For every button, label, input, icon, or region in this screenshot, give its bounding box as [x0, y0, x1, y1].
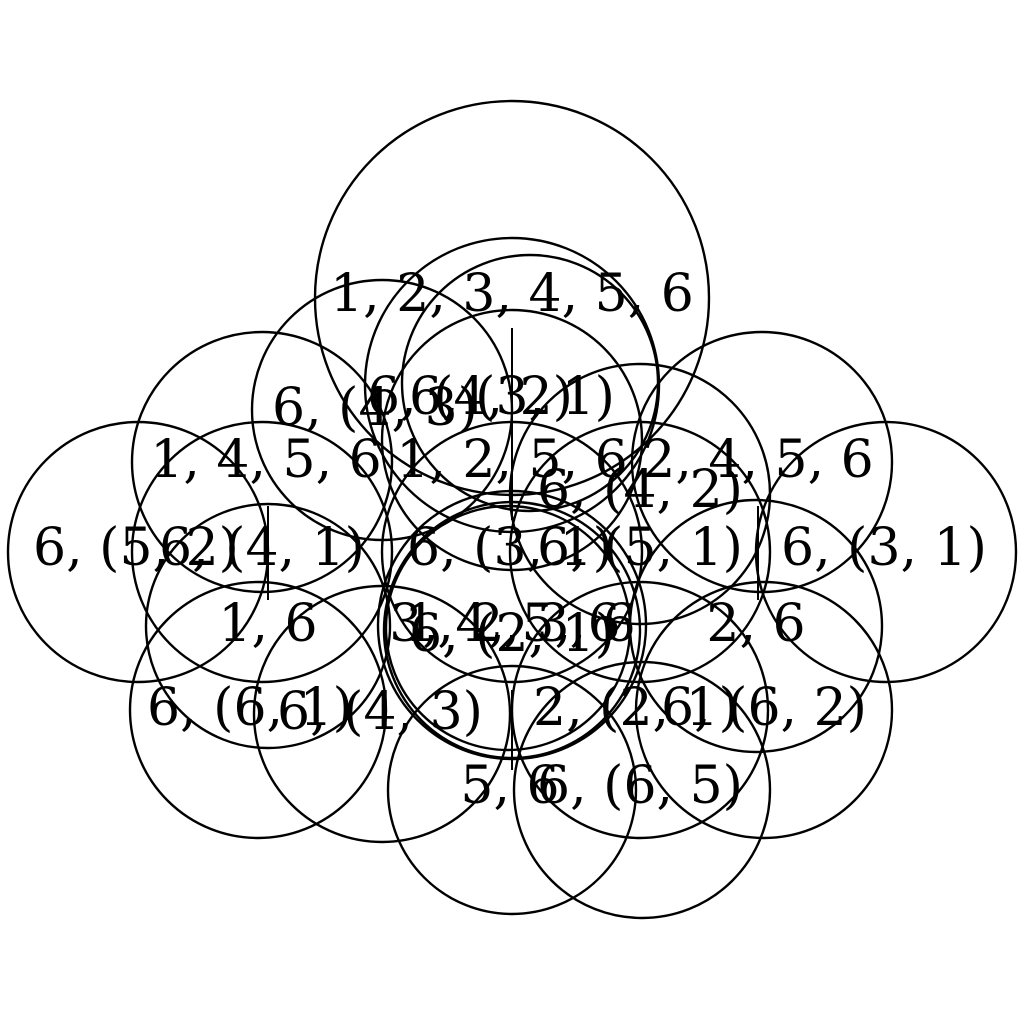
node-label: 2, 4, 5, 6 [642, 430, 874, 490]
circle-n17 [384, 504, 632, 752]
circle-n23 [386, 664, 638, 916]
node-label: 6, (3, 1) [407, 518, 613, 578]
circle-n10 [130, 420, 394, 684]
labels: 1, 2, 3, 4, 5, 6 6, (4, 3) 6, (4, 2) 6, … [33, 264, 987, 816]
circle-n22 [634, 580, 894, 840]
circle-n24 [512, 660, 772, 920]
node-label: 6, (4, 1) [159, 518, 365, 578]
node-label: 2, (2, 1) [533, 678, 739, 738]
node-label: 6, (4, 3) [277, 682, 483, 742]
circle-n14 [144, 502, 392, 750]
node-label: 6, (6, 5) [537, 756, 743, 816]
node-label: 1, 4, 5, 6 [150, 430, 382, 490]
node-label: 6, (6, 1) [147, 678, 353, 738]
circle-n19 [128, 580, 388, 840]
circle-n20 [252, 584, 512, 844]
node-label: 1, 6 [218, 594, 317, 654]
node-label: 6, (5, 2) [33, 518, 239, 578]
node-label: 6, (5, 1) [537, 518, 743, 578]
circle-n13 [754, 420, 1018, 684]
node-label: 6, (4, 2) [537, 460, 743, 520]
node-label: 6, (3, 1) [781, 518, 987, 578]
node-label: 3, 4, 5, 6 [389, 594, 621, 654]
node-label: 1, 2, 5, 6 [396, 430, 628, 490]
node-label: 1, 2, 3, 6 [404, 594, 636, 654]
node-label: 2, 6 [706, 594, 805, 654]
node-label: 6, (6, 2) [661, 678, 867, 738]
node-label: 6, (2, 1) [409, 604, 615, 664]
node-label: 6, (4, 2) [367, 367, 573, 427]
connector-lines [267, 328, 759, 770]
node-label: 6, (4, 3) [272, 378, 478, 438]
node-label: 1, 2, 3, 4, 5, 6 [330, 264, 694, 324]
node-label: 5, 6 [460, 756, 559, 816]
node-label: 6, (3, 1) [409, 367, 615, 427]
